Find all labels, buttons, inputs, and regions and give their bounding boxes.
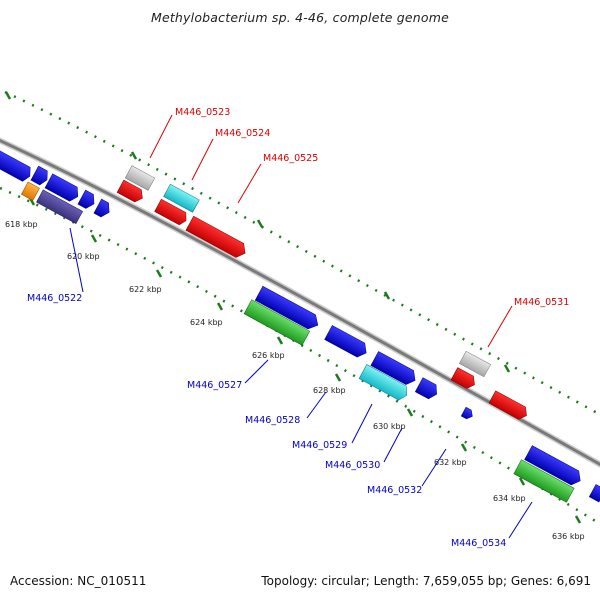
- gene-label-M446-0525[interactable]: M446_0525: [263, 153, 318, 164]
- gene-arrow[interactable]: [254, 285, 322, 332]
- gene-arrow[interactable]: [358, 364, 411, 403]
- kbp-label: 618 kbp: [5, 220, 38, 229]
- gene-arrow[interactable]: [30, 165, 51, 187]
- gene-arrow[interactable]: [324, 325, 370, 360]
- genome-backbone: [0, 137, 600, 468]
- gene-labels: M446_0523 M446_0524 M446_0525 M446_0531 …: [27, 107, 569, 549]
- gene-arrow[interactable]: [21, 181, 40, 201]
- genome-summary-text: Topology: circular; Length: 7,659,055 bp…: [261, 574, 591, 588]
- gene-arrow[interactable]: [513, 459, 575, 503]
- gene-arrow[interactable]: [524, 445, 584, 488]
- plus-strand-genes: [116, 165, 530, 422]
- gene-arrow[interactable]: [44, 173, 82, 204]
- gene-arrow[interactable]: [414, 377, 440, 402]
- outer-tick-track: [4, 90, 600, 416]
- kbp-label: 626 kbp: [252, 351, 285, 360]
- gene-arrow[interactable]: [0, 147, 34, 183]
- gene-label-M446-0528[interactable]: M446_0528: [245, 415, 300, 426]
- gene-arrow[interactable]: [163, 183, 200, 213]
- kbp-label: 628 kbp: [313, 386, 346, 395]
- gene-arrow[interactable]: [370, 351, 419, 387]
- gene-arrow[interactable]: [588, 484, 600, 503]
- gene-label-M446-0534[interactable]: M446_0534: [451, 538, 506, 549]
- gene-arrow[interactable]: [154, 198, 190, 227]
- kbp-label: 634 kbp: [493, 494, 526, 503]
- gene-label-M446-0527[interactable]: M446_0527: [187, 380, 242, 391]
- gene-arrow[interactable]: [77, 189, 98, 211]
- gene-arrow[interactable]: [36, 189, 84, 224]
- kbp-label: 632 kbp: [434, 458, 467, 467]
- kbp-label: 620 kbp: [67, 252, 100, 261]
- major-ticks: [4, 91, 582, 524]
- minus-strand-genes: [0, 147, 600, 503]
- kbp-label: 624 kbp: [190, 318, 223, 327]
- map-title: Methylobacterium sp. 4-46, complete geno…: [150, 10, 450, 25]
- kbp-label: 630 kbp: [373, 422, 406, 431]
- leader-lines: [69, 114, 533, 539]
- kbp-label: 636 kbp: [552, 532, 585, 541]
- gene-arrow[interactable]: [124, 165, 156, 191]
- inner-tick-track: [0, 186, 600, 526]
- gene-arrow[interactable]: [243, 299, 311, 346]
- gene-label-M446-0524[interactable]: M446_0524: [215, 128, 270, 139]
- gene-label-M446-0523[interactable]: M446_0523: [175, 107, 230, 118]
- gene-label-M446-0529[interactable]: M446_0529: [292, 440, 347, 451]
- gene-arrow[interactable]: [460, 406, 475, 421]
- gene-label-M446-0532[interactable]: M446_0532: [367, 485, 422, 496]
- gene-label-M446-0530[interactable]: M446_0530: [325, 460, 380, 471]
- gene-arrow[interactable]: [185, 215, 249, 260]
- gene-arrow[interactable]: [450, 367, 478, 391]
- accession-text: Accession: NC_010511: [10, 574, 147, 588]
- gene-label-M446-0531[interactable]: M446_0531: [514, 297, 569, 308]
- kbp-label: 622 kbp: [129, 285, 162, 294]
- gene-arrow[interactable]: [116, 179, 146, 204]
- gene-arrow[interactable]: [93, 198, 113, 219]
- gene-arrow[interactable]: [488, 390, 530, 422]
- gene-label-M446-0522[interactable]: M446_0522: [27, 293, 82, 304]
- kbp-scale: 618 kbp 620 kbp 622 kbp 624 kbp 626 kbp …: [5, 220, 585, 541]
- gene-arrow[interactable]: [459, 350, 491, 378]
